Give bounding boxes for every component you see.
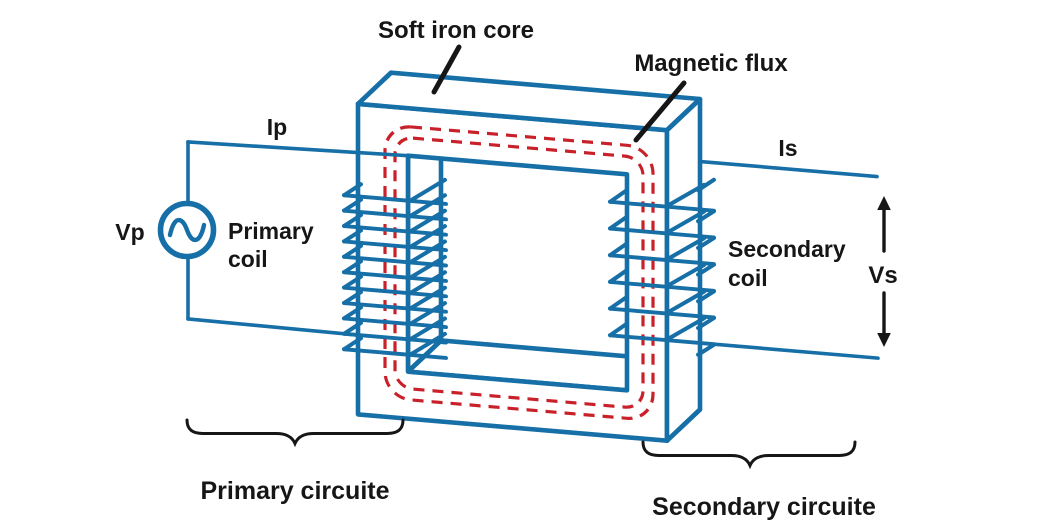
coil-turn-line	[342, 193, 448, 206]
coil-turn-line	[408, 239, 447, 265]
coil-turn-line	[342, 239, 448, 253]
coil-turn-line	[342, 197, 363, 213]
coil-turn-line	[342, 224, 448, 237]
coil-turn-line	[342, 228, 363, 244]
coil-turn-line	[696, 235, 716, 250]
coil-turn-line	[342, 347, 448, 360]
coil-turn-line	[608, 279, 716, 293]
primary-coil-label-line2: coil	[228, 246, 268, 272]
coil-turn-line	[608, 242, 628, 258]
soft-iron-core-pointer	[431, 44, 462, 95]
coil-turn-line	[664, 289, 706, 316]
coil-turn-line	[408, 270, 447, 296]
coil-turn-line	[608, 333, 716, 347]
primary-top-wire	[186, 140, 410, 158]
coil-turn-line	[408, 316, 447, 342]
coil-turn-line	[608, 199, 716, 213]
secondary-coil-windings	[608, 177, 716, 357]
sine-wave-icon	[167, 217, 207, 243]
coil-turn-line	[342, 270, 448, 283]
secondary-top-wire	[700, 159, 879, 179]
magnetic-flux-label: Magnetic flux	[634, 50, 788, 77]
coil-turn-line	[696, 316, 716, 331]
coil-turn-line	[608, 268, 628, 284]
text-labels: Soft iron core Magnetic flux Ip Is Vp Vs…	[115, 17, 897, 521]
coil-turn-line	[408, 254, 447, 280]
coil-turn-line	[408, 301, 447, 327]
coil-turn-line	[608, 306, 716, 320]
secondary-circuit-label: Secondary circuite	[652, 493, 876, 521]
coil-turn-line	[664, 316, 706, 343]
annotations	[185, 44, 891, 470]
primary-circuit-brace	[185, 418, 405, 448]
ac-source-icon	[157, 200, 217, 260]
coil-turn-line	[342, 305, 363, 321]
coil-turn-line	[664, 236, 706, 262]
primary-circuit-label: Primary circuite	[201, 477, 390, 505]
coil-turn-line	[608, 295, 628, 311]
vs-arrow-up-head	[877, 196, 891, 210]
primary-coil-label-line1: Primary	[228, 218, 314, 244]
coil-turn-line	[408, 193, 447, 219]
coil-turn-line	[342, 316, 448, 330]
coil-turn-line	[342, 320, 363, 336]
coil-turn-line	[408, 224, 447, 250]
coil-turn-line	[664, 262, 706, 289]
coil-turn-line	[608, 188, 628, 204]
coil-turn-line	[342, 331, 448, 345]
coil-turn-line	[342, 243, 363, 259]
primary-voltage-label: Vp	[115, 219, 144, 245]
secondary-circuit-brace	[641, 440, 857, 470]
coil-turn-line	[342, 285, 448, 299]
coil-turn-line	[608, 226, 716, 240]
coil-turn-line	[608, 253, 716, 267]
coil-turn-line	[696, 209, 716, 224]
coil-turn-line	[342, 213, 363, 228]
coil-turn-line	[696, 289, 716, 304]
coil-turn-line	[342, 208, 448, 222]
vs-arrow	[877, 196, 891, 347]
circuit-wires	[186, 140, 880, 360]
coil-turn-line	[342, 259, 363, 275]
coil-turn-line	[408, 331, 447, 357]
vs-arrow-down-head	[877, 333, 891, 347]
coil-turn-line	[664, 209, 706, 236]
coil-turn-line	[342, 254, 448, 268]
soft-iron-core-label: Soft iron core	[378, 17, 534, 44]
coil-turn-line	[342, 336, 363, 352]
coil-turn-line	[608, 215, 628, 231]
secondary-coil-label-line1: Secondary	[728, 236, 846, 262]
magnetic-flux-pointer	[633, 80, 687, 143]
secondary-bottom-wire	[712, 342, 880, 360]
secondary-voltage-label: Vs	[868, 262, 897, 289]
coil-turn-line	[342, 301, 448, 314]
core-right-face	[664, 96, 703, 444]
coil-turn-line	[408, 177, 447, 203]
coil-turn-line	[608, 322, 628, 338]
coil-turn-line	[696, 177, 716, 193]
coil-turn-line	[408, 285, 447, 311]
coil-turn-line	[342, 274, 363, 290]
coil-turn-line	[696, 262, 716, 277]
primary-coil-windings	[342, 177, 448, 360]
coil-turn-line	[342, 182, 363, 198]
primary-current-label: Ip	[267, 114, 287, 140]
coil-turn-line	[342, 290, 363, 305]
secondary-current-label: Is	[778, 135, 797, 161]
secondary-coil-label-line2: coil	[728, 265, 768, 291]
coil-turn-line	[408, 208, 447, 234]
primary-bottom-wire	[186, 317, 360, 337]
coil-turn-line	[696, 342, 716, 357]
